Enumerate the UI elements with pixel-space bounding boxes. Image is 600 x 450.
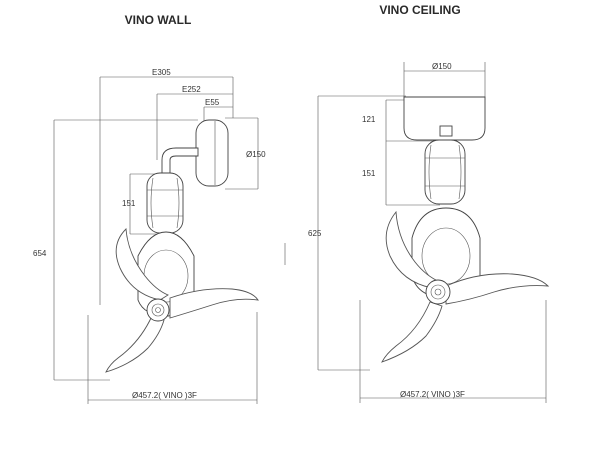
- wall-dim-e252: E252: [182, 85, 201, 94]
- wall-dim-e305: E305: [152, 68, 171, 77]
- ceiling-dim-blade-diameter: Ø457.2( VINO )3F: [400, 390, 465, 399]
- ceiling-blade-upper: [385, 210, 441, 289]
- ceiling-downrod: [439, 125, 453, 137]
- wall-dim-e55: E55: [205, 98, 220, 107]
- wall-arm: [161, 147, 199, 177]
- vino-wall-drawing: VINO WALL: [33, 13, 266, 404]
- ceiling-blade-right: [445, 273, 550, 305]
- ceiling-title: VINO CEILING: [379, 3, 460, 17]
- ceiling-dim-height-121: 121: [362, 115, 376, 124]
- ceiling-dim-diameter-150: Ø150: [432, 62, 452, 71]
- ceiling-dim-height-625: 625: [308, 229, 322, 238]
- wall-dim-diameter-150: Ø150: [246, 150, 266, 159]
- ceiling-dim-height-151: 151: [362, 169, 376, 178]
- ceiling-canopy: [403, 96, 486, 141]
- wall-blade-lower: [105, 315, 165, 373]
- wall-title: VINO WALL: [125, 13, 192, 27]
- wall-dim-blade-diameter: Ø457.2( VINO )3F: [132, 391, 197, 400]
- wall-dim-height-654: 654: [33, 249, 47, 258]
- wall-mount-plate: [195, 119, 229, 187]
- ceiling-dimension-lines: [317, 62, 547, 403]
- wall-dim-height-151: 151: [122, 199, 136, 208]
- wall-blade-upper: [115, 227, 169, 301]
- wall-hub: [146, 298, 170, 322]
- wall-dimension-lines: [53, 76, 259, 404]
- wall-blade-right: [169, 288, 259, 319]
- ceiling-motor-housing: [424, 139, 466, 205]
- ceiling-blade-lower: [381, 301, 443, 363]
- vino-ceiling-drawing: VINO CEILING: [284, 3, 550, 403]
- ceiling-hub: [425, 279, 451, 305]
